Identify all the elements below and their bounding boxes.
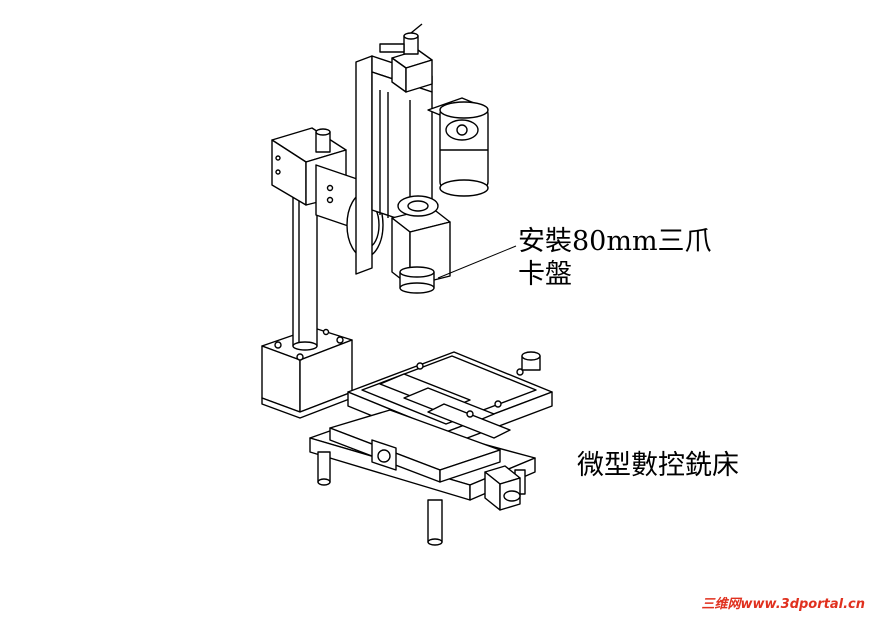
machine-title: 微型數控銑床	[577, 450, 739, 481]
x-axis-stepper-motor	[484, 351, 541, 511]
column-arm-bracket	[271, 127, 361, 231]
watermark-site-name: 三维网	[701, 597, 741, 612]
watermark-url: www.3dportal.cn	[740, 597, 865, 612]
spindle-motor	[427, 97, 489, 197]
z-axis-stepper-motor	[379, 23, 433, 93]
chuck-callout-line1: 安裝80mm三爪	[518, 226, 712, 257]
chuck-callout-line2: 卡盤	[518, 259, 572, 290]
spindle-housing	[391, 195, 451, 294]
column-base-block	[261, 327, 353, 419]
site-watermark: 三维网www.3dportal.cn	[702, 593, 866, 612]
callout-leader-line	[437, 245, 517, 279]
vertical-column	[292, 195, 318, 351]
x-axis-saddle	[329, 409, 501, 483]
